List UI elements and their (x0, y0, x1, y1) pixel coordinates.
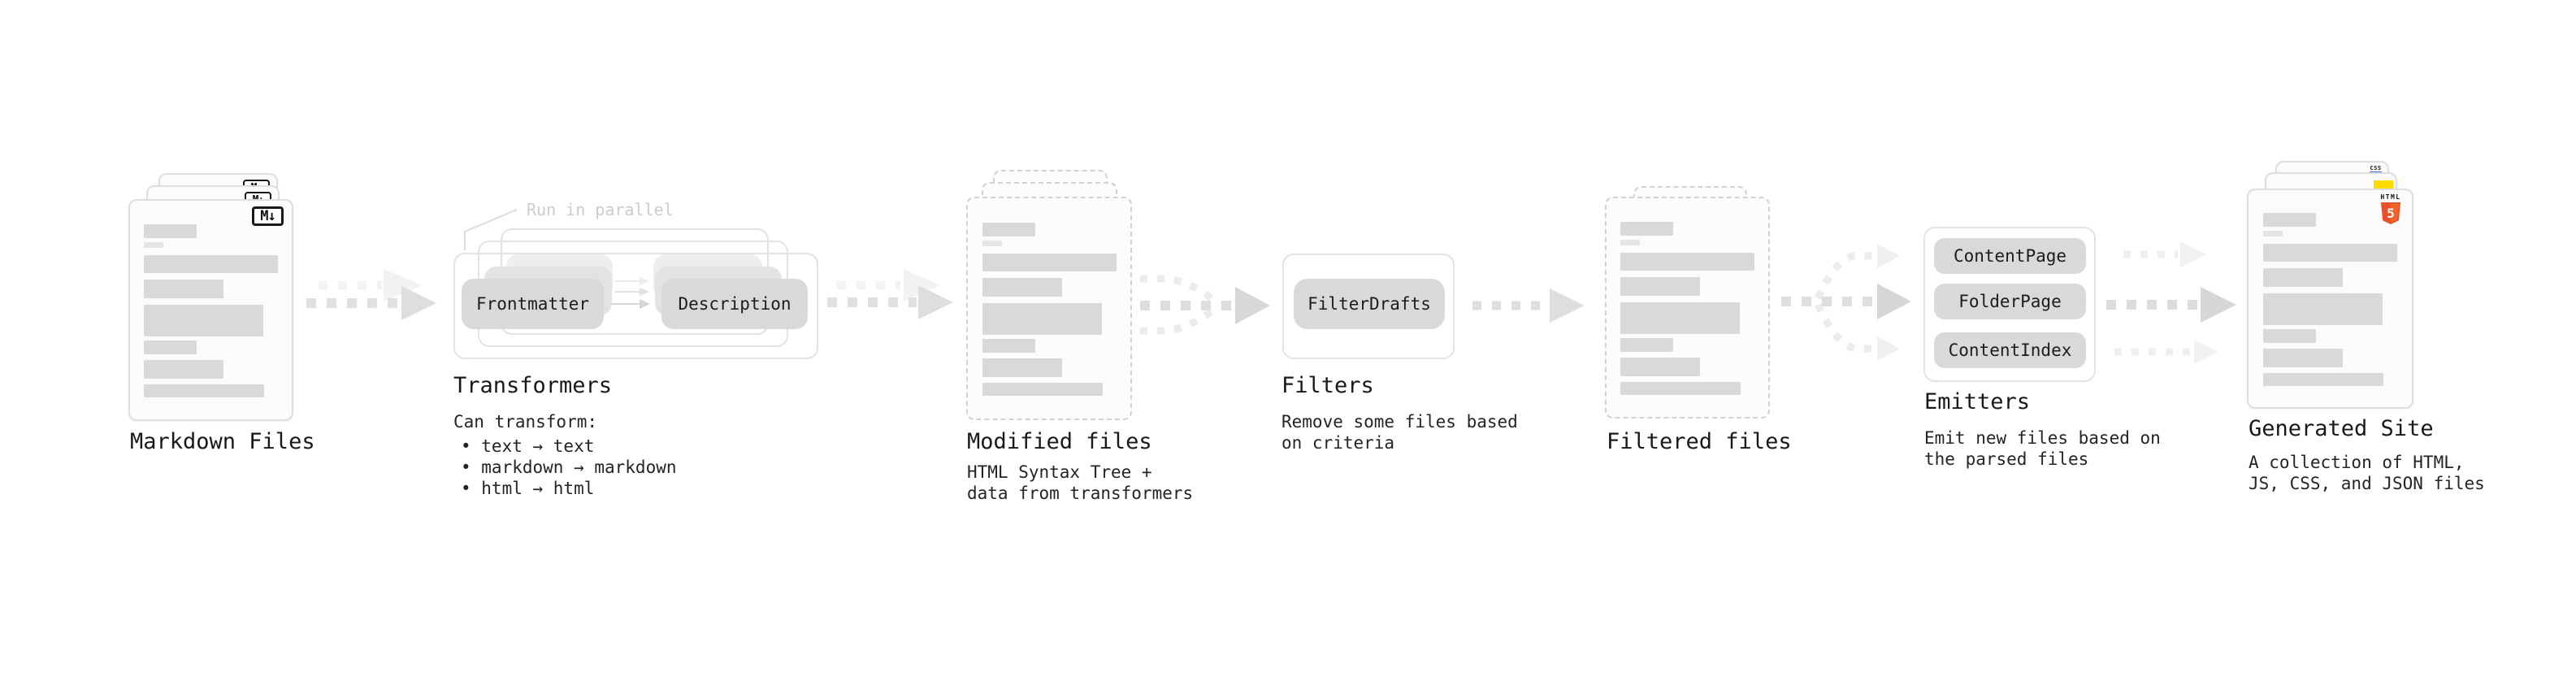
folderpage-pill: FolderPage (1934, 284, 2086, 319)
generated-site-label: Generated Site (2249, 416, 2434, 441)
filters-box (1282, 254, 1455, 359)
description-pill: Description (661, 279, 808, 329)
arrow-emitters-to-generated (2106, 241, 2236, 364)
filters-desc-line2: on criteria (1281, 433, 1395, 453)
generated-site-desc-line2: JS, CSS, and JSON files (2249, 474, 2485, 493)
arrow-modified-to-filters (1140, 275, 1270, 335)
arrow-filters-to-filtered (1472, 288, 1585, 323)
generated-site-desc-line1: A collection of HTML, (2249, 453, 2465, 472)
generated-file-html: HTML 5 (2247, 189, 2413, 409)
filters-label: Filters (1281, 373, 1374, 398)
transformers-bullet: • html → html (461, 479, 595, 498)
contentindex-pill: ContentIndex (1934, 332, 2086, 368)
transformers-bullet: • text → text (461, 436, 595, 456)
frontmatter-pill: Frontmatter (462, 279, 604, 329)
markdown-file-front: M↓ (128, 199, 293, 421)
modified-files-label: Modified files (967, 429, 1152, 454)
arrow-markdown-to-transformers (306, 269, 436, 320)
filterdrafts-pill: FilterDrafts (1294, 279, 1445, 329)
filtered-file-front (1605, 197, 1770, 419)
modified-files-desc-line2: data from transformers (967, 484, 1194, 503)
contentpage-pill: ContentPage (1934, 238, 2086, 274)
arrow-filtered-to-emitters (1781, 244, 1911, 361)
emitters-desc-line1: Emit new files based on (1924, 428, 2161, 448)
emitters-desc-line2: the parsed files (1924, 449, 2089, 469)
js-icon (2374, 180, 2393, 189)
modified-file-front (966, 197, 1132, 420)
transformers-label: Transformers (453, 373, 613, 398)
html5-icon: HTML 5 (2380, 194, 2401, 224)
filtered-files-label: Filtered files (1607, 429, 1792, 454)
markdown-icon: M↓ (252, 206, 284, 226)
emitters-label: Emitters (1924, 389, 2031, 414)
filters-desc-line1: Remove some files based (1281, 412, 1518, 432)
markdown-files-label: Markdown Files (130, 429, 315, 454)
emitters-box (1923, 227, 2096, 382)
run-in-parallel-label: Run in parallel (527, 200, 674, 219)
arrow-transformers-to-modified (827, 269, 953, 319)
transformers-bullet: • markdown → markdown (461, 458, 677, 477)
transformer-box-front (453, 253, 818, 359)
modified-files-desc-line1: HTML Syntax Tree + (967, 462, 1152, 482)
transformers-sub-title: Can transform: (453, 412, 598, 432)
